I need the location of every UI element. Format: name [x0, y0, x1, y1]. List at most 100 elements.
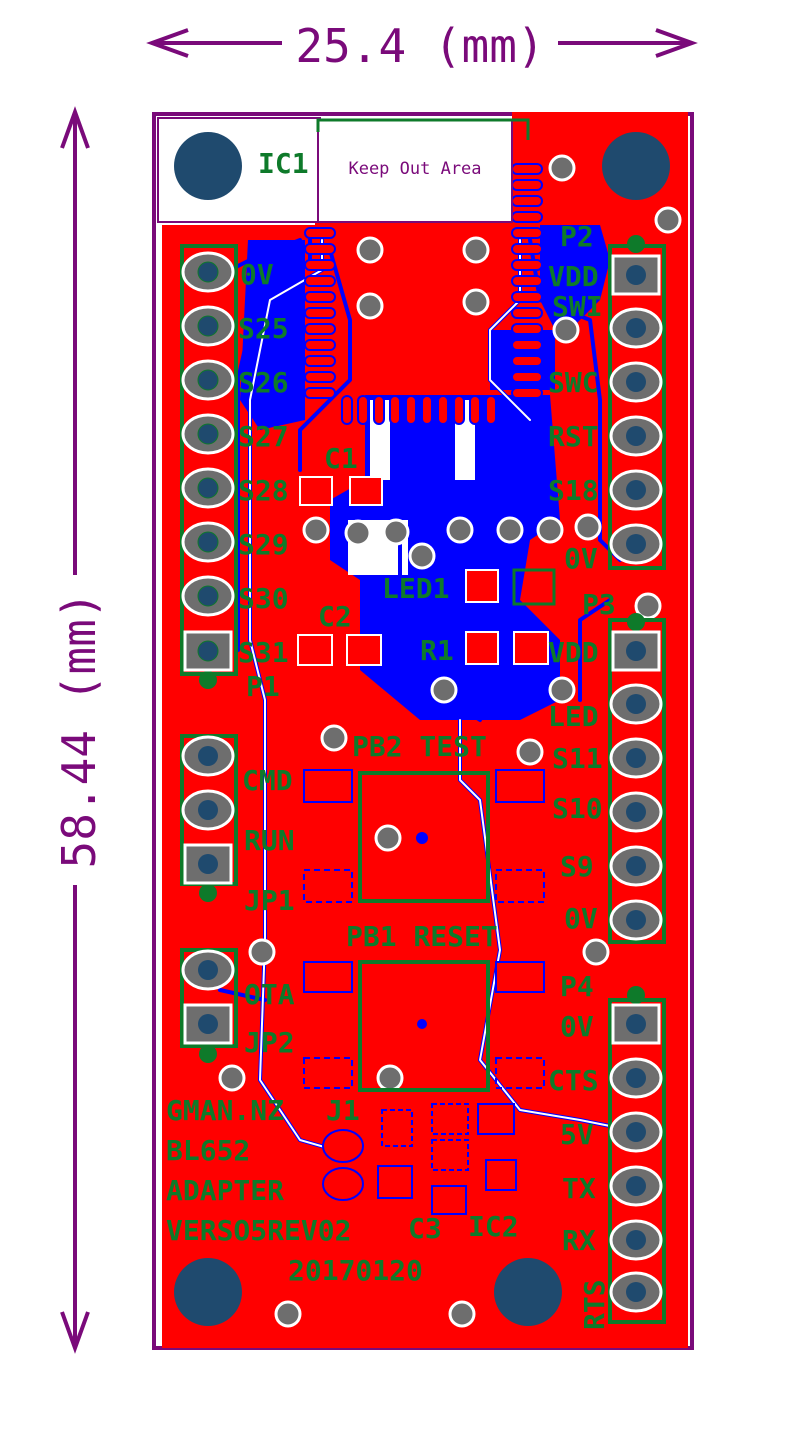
ic2-pad — [477, 1103, 515, 1135]
jp1-pin-label: CMD — [242, 764, 293, 797]
c2-pad — [297, 634, 333, 666]
p1-pin-label: S30 — [238, 582, 289, 615]
pb2-pad — [303, 869, 353, 903]
pb1-pad — [303, 961, 353, 993]
pb1-label: PB1 RESET — [346, 920, 498, 953]
p4-labels: 0V CTS 5V TX RX RTS — [548, 1010, 611, 1330]
mounting-hole — [602, 132, 670, 200]
p1-pin-label: S26 — [238, 366, 289, 399]
p3-label: P3 — [582, 588, 616, 621]
j1-pad — [431, 1139, 469, 1171]
ic2-pad — [485, 1159, 517, 1191]
p4-pin-label: 0V — [560, 1010, 594, 1043]
p3-pin-label: 0V — [564, 902, 598, 935]
width-label: 25.4 (mm) — [295, 19, 544, 73]
jp2-pads — [181, 949, 235, 1045]
p2-pin-label: 0V — [564, 542, 598, 575]
jumper-pad — [322, 1129, 364, 1163]
pb2-pad — [495, 869, 545, 903]
p1-pin-label: S28 — [238, 474, 289, 507]
r1-label: R1 — [420, 634, 454, 667]
width-dimension: 25.4 (mm) — [146, 19, 698, 73]
jp1-label: JP1 — [244, 884, 295, 917]
p1-pin-label: S25 — [238, 312, 289, 345]
mounting-hole — [494, 1258, 562, 1326]
pin1-markers — [199, 235, 645, 1063]
p3-pads — [609, 630, 663, 941]
j1-pad — [431, 1103, 469, 1135]
height-label: 58.44 (mm) — [52, 592, 106, 869]
c2-label: C2 — [318, 600, 352, 633]
board-label-line: VERSO5REV02 — [166, 1214, 351, 1247]
p1-pin-label: 0V — [240, 258, 274, 291]
p3-labels: VDD LED S11 S10 S9 0V — [548, 636, 603, 935]
ic2-label: IC2 — [468, 1210, 519, 1243]
smd-pads — [297, 476, 556, 1215]
led1-pad — [465, 569, 499, 603]
p1-pin-label: S29 — [238, 528, 289, 561]
jp1-labels: CMD RUN — [242, 764, 295, 857]
p4-pin-label: RX — [562, 1224, 596, 1257]
pb2-pad — [495, 769, 545, 803]
pb1-pad — [495, 1057, 545, 1089]
ic1-silk — [316, 118, 530, 140]
p2-pads — [609, 254, 663, 565]
c3-pad — [377, 1165, 413, 1199]
ic1-label: IC1 — [258, 147, 309, 180]
jp1-pin-label: RUN — [244, 824, 295, 857]
p1-labels: 0V S25 S26 S27 S28 S29 S30 S31 — [238, 258, 289, 669]
pb2-center-mark — [416, 832, 428, 844]
p1-pin-label: S31 — [238, 636, 289, 669]
p4-pin-label: 5V — [560, 1118, 594, 1151]
jp1-pads — [181, 735, 235, 885]
pb2-pad — [303, 769, 353, 803]
p4-pin-label: TX — [562, 1172, 596, 1205]
p3-pin-label: S9 — [560, 850, 594, 883]
pb1-pad — [495, 961, 545, 993]
p4-pin-label: CTS — [548, 1064, 599, 1097]
p2-pin-label: VDD — [548, 260, 599, 293]
r1-pad — [465, 631, 499, 665]
p4-pin-label: RTS — [578, 1279, 611, 1330]
p4-pads — [609, 1003, 663, 1313]
mounting-holes — [174, 132, 670, 1326]
board-label-line: BL652 — [166, 1134, 250, 1167]
p2-pin-label: SWI — [552, 290, 603, 323]
height-dimension: 58.44 (mm) — [52, 106, 106, 1354]
pb1-center-mark — [417, 1019, 427, 1029]
p2-labels: VDD SWI SWC RST S18 0V — [548, 260, 603, 575]
p4-label: P4 — [560, 970, 594, 1003]
p3-pin-label: S11 — [552, 742, 603, 775]
keep-out-label: Keep Out Area — [348, 159, 481, 179]
pb1-outline — [358, 960, 490, 1092]
board-label: GMAN.NZ BL652 ADAPTER VERSO5REV02 201701… — [166, 1094, 423, 1287]
pb2-label: PB2 TEST — [352, 730, 487, 763]
pb2-outline — [358, 771, 490, 903]
vias — [218, 154, 682, 1328]
c2-pad — [346, 634, 382, 666]
jp2-pin-label: OTA — [244, 978, 295, 1011]
c1-pad — [299, 476, 333, 506]
mounting-hole — [174, 132, 242, 200]
pb1-pad — [303, 1057, 353, 1089]
component-labels: C1 C2 LED1 R1 PB2 TEST PB1 RESET J1 C3 I… — [318, 442, 519, 1245]
p3-pin-label: LED — [548, 700, 599, 733]
p3-pin-label: S10 — [552, 792, 603, 825]
p1-pads — [181, 251, 235, 672]
p3-pin-label: VDD — [548, 636, 599, 669]
c3-pad — [431, 1185, 467, 1215]
p2-label: P2 — [560, 220, 594, 253]
mounting-hole — [174, 1258, 242, 1326]
p2-pin-label: RST — [548, 420, 599, 453]
c1-pad — [349, 476, 383, 506]
p1-label: P1 — [246, 670, 280, 703]
board-label-line: 20170120 — [288, 1254, 423, 1287]
c3-label: C3 — [408, 1212, 442, 1245]
j1-label: J1 — [326, 1094, 360, 1127]
keep-out-area — [317, 119, 513, 223]
p2-pin-label: SWC — [548, 366, 599, 399]
p2-pin-label: S18 — [548, 474, 599, 507]
led1-label: LED1 — [382, 572, 449, 605]
r1-pad — [513, 631, 549, 665]
